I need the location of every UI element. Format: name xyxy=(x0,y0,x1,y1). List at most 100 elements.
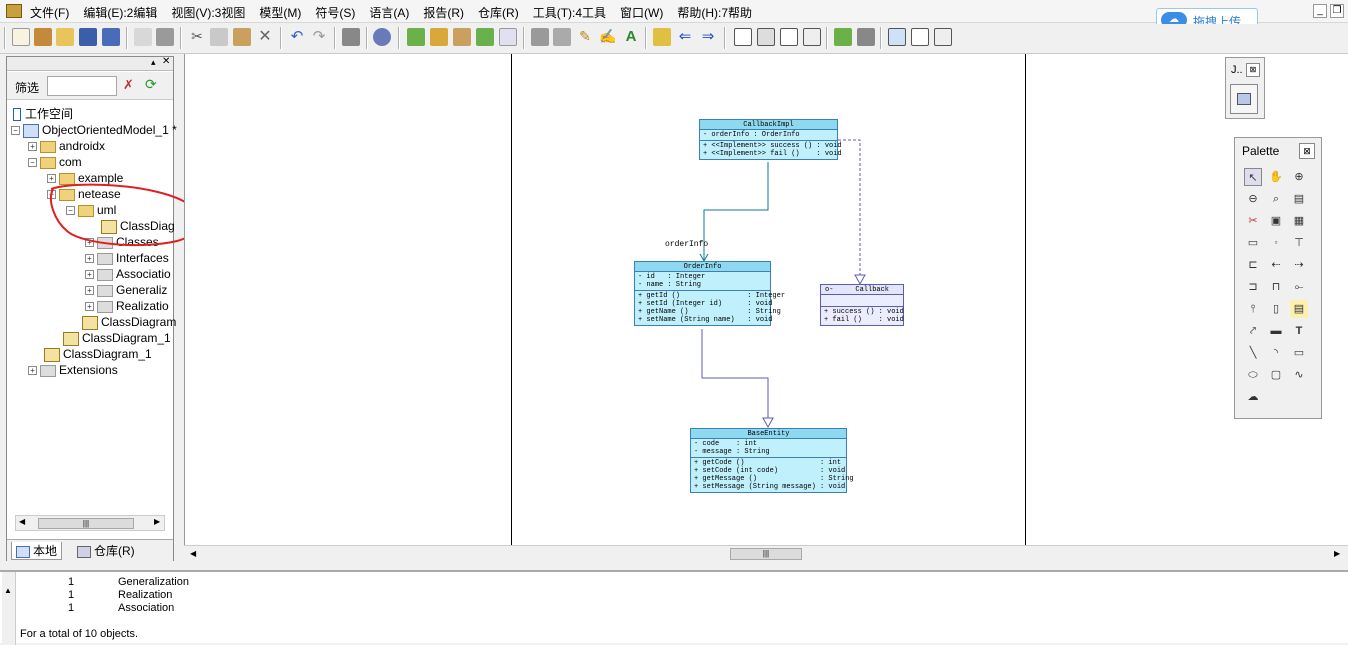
properties-icon[interactable] xyxy=(342,28,360,46)
expand-icon[interactable]: + xyxy=(28,142,37,152)
print-preview-icon[interactable] xyxy=(134,28,152,46)
note-tool-icon[interactable]: ▤ xyxy=(1290,300,1308,318)
interface-tool-icon[interactable]: ▭ xyxy=(1247,237,1259,249)
canvas-horizontal-scrollbar[interactable]: ◀ ||| ▶ xyxy=(184,545,1348,562)
tree-item-com[interactable]: −com xyxy=(28,154,82,170)
output-view-icon[interactable] xyxy=(757,28,775,46)
list-view-icon[interactable] xyxy=(934,28,952,46)
zoom-view-icon[interactable] xyxy=(888,28,906,46)
menu-edit[interactable]: 编辑(E):2编辑 xyxy=(83,6,158,20)
tree-item-associations[interactable]: +Associatio xyxy=(85,266,171,282)
clear-filter-icon[interactable]: ✗ xyxy=(123,77,134,92)
save-icon[interactable] xyxy=(79,28,97,46)
interface-callback[interactable]: o-Callback + success () : void + fail ()… xyxy=(820,284,904,326)
rectangle-tool-icon[interactable]: ▭ xyxy=(1293,347,1305,359)
ellipse-tool-icon[interactable]: ⬭ xyxy=(1248,369,1258,381)
link-tool-icon[interactable]: ⟜ xyxy=(1294,281,1304,293)
browser-view-icon[interactable] xyxy=(734,28,752,46)
rounded-rectangle-tool-icon[interactable]: ▢ xyxy=(1270,369,1282,381)
dependency-tool-icon[interactable]: ⇢ xyxy=(1294,259,1304,271)
save-all-icon[interactable] xyxy=(102,28,120,46)
print-icon[interactable] xyxy=(156,28,174,46)
tree-item-classdiagram[interactable]: ClassDiagram xyxy=(82,314,176,330)
refresh-icon[interactable]: ⟳ xyxy=(145,76,157,92)
result-view-icon[interactable] xyxy=(780,28,798,46)
class-baseentity[interactable]: BaseEntity - code : int - message : Stri… xyxy=(690,428,854,493)
arrow-left-icon[interactable]: ⇐ xyxy=(678,28,692,45)
class-callbackimpl[interactable]: CallbackImpl - orderInfo : OrderInfo + <… xyxy=(699,119,842,160)
expand-icon[interactable]: + xyxy=(85,302,94,312)
app-icon[interactable] xyxy=(6,4,22,18)
tree-item-interfaces[interactable]: +Interfaces xyxy=(85,250,169,266)
menu-file[interactable]: 文件(F) xyxy=(30,6,70,20)
menu-help[interactable]: 帮助(H):7帮助 xyxy=(677,6,753,20)
panel-pin-icon[interactable]: ▴ xyxy=(151,57,156,67)
require-link-tool-icon[interactable]: ⫯ xyxy=(1250,303,1256,315)
paste-icon[interactable] xyxy=(233,28,251,46)
check-model-icon[interactable] xyxy=(373,28,391,46)
tree-item-extensions[interactable]: +Extensions xyxy=(28,362,118,378)
expand-icon[interactable]: + xyxy=(85,238,94,248)
tab-repository[interactable]: 仓库(R) xyxy=(73,542,139,560)
generalization-tool-icon[interactable]: ⊏ xyxy=(1248,259,1258,271)
menu-model[interactable]: 模型(M) xyxy=(259,6,302,20)
full-screen-icon[interactable] xyxy=(857,28,875,46)
expand-icon[interactable]: + xyxy=(85,270,94,280)
tree-item-classdiagram-1b[interactable]: ClassDiagram_1 xyxy=(44,346,152,362)
format-painter-icon[interactable]: ✍ xyxy=(599,28,617,44)
menu-window[interactable]: 窗口(W) xyxy=(620,6,664,20)
text-tool-icon[interactable]: T xyxy=(1295,325,1303,337)
copy-icon[interactable] xyxy=(210,28,228,46)
arrow-right-icon[interactable]: ⇒ xyxy=(701,28,715,45)
realization-tool-icon[interactable]: ⇠ xyxy=(1271,259,1281,271)
class-diagram-tool-icon[interactable] xyxy=(1230,84,1258,114)
menu-language[interactable]: 语言(A) xyxy=(369,6,410,20)
menu-repository[interactable]: 仓库(R) xyxy=(478,6,519,20)
hierarchy-tool-icon[interactable]: ⊤ xyxy=(1294,237,1304,249)
tab-local[interactable]: 本地 xyxy=(11,542,63,560)
scroll-left-icon[interactable]: ◀ xyxy=(190,549,197,558)
zoom-fit-icon[interactable]: ⌕ xyxy=(1272,193,1280,205)
open-diagram-icon[interactable]: ▤ xyxy=(1293,193,1305,205)
close-icon[interactable]: ⊠ xyxy=(1246,63,1260,77)
menu-symbol[interactable]: 符号(S) xyxy=(315,6,356,20)
expand-icon[interactable]: + xyxy=(47,174,56,184)
fill-icon[interactable] xyxy=(531,28,549,46)
association-tool-icon[interactable]: ⊐ xyxy=(1248,281,1258,293)
tree-item-generalizations[interactable]: +Generaliz xyxy=(85,282,167,298)
class-orderinfo[interactable]: OrderInfo - id : Integer - name : String… xyxy=(634,261,785,326)
scrollbar-thumb[interactable]: ||| xyxy=(730,548,802,560)
menu-tools[interactable]: 工具(T):4工具 xyxy=(532,6,607,20)
scroll-left-icon[interactable]: ◀ xyxy=(19,517,26,526)
arc-tool-icon[interactable]: ◝ xyxy=(1273,347,1279,359)
undo-icon[interactable]: ↶ xyxy=(290,28,304,45)
tree-horizontal-scrollbar[interactable]: ◀ ||| ▶ xyxy=(15,515,165,531)
line-style-icon[interactable] xyxy=(553,28,571,46)
scroll-right-icon[interactable]: ▶ xyxy=(154,517,161,526)
zoom-in-icon[interactable]: ⊕ xyxy=(1294,171,1304,183)
redo-icon[interactable]: ↷ xyxy=(312,28,326,45)
link-note-tool-icon[interactable]: ⤤ xyxy=(1249,325,1257,337)
tree-item-example[interactable]: +example xyxy=(47,170,123,186)
polygon-tool-icon[interactable]: ☁ xyxy=(1247,391,1259,403)
line-tool-icon[interactable]: ╲ xyxy=(1249,347,1257,359)
zoom-out-icon[interactable]: ⊖ xyxy=(1248,193,1258,205)
expand-icon[interactable]: + xyxy=(85,254,94,264)
text-field-tool-icon[interactable]: ▬ xyxy=(1270,325,1282,337)
layout-view-icon[interactable] xyxy=(911,28,929,46)
font-icon[interactable]: A xyxy=(625,28,637,45)
reverse-engineer-icon[interactable] xyxy=(430,28,448,46)
menu-view[interactable]: 视图(V):3视图 xyxy=(171,6,246,20)
tree-item-androidx[interactable]: +androidx xyxy=(28,138,105,154)
menu-report[interactable]: 报告(R) xyxy=(423,6,465,20)
workspace-icon[interactable] xyxy=(834,28,852,46)
open-folder-icon[interactable] xyxy=(56,28,74,46)
tree-item-classdiagram-selected[interactable]: ClassDiag xyxy=(101,218,175,234)
expand-icon[interactable]: + xyxy=(28,366,37,376)
generate-icon[interactable] xyxy=(407,28,425,46)
new-file-icon[interactable] xyxy=(12,28,30,46)
tree-item-realizations[interactable]: +Realizatio xyxy=(85,298,169,314)
package-tool-icon[interactable]: ▣ xyxy=(1270,215,1282,227)
minimize-button[interactable]: _ xyxy=(1313,4,1327,18)
restore-button[interactable]: ❐ xyxy=(1330,4,1344,18)
